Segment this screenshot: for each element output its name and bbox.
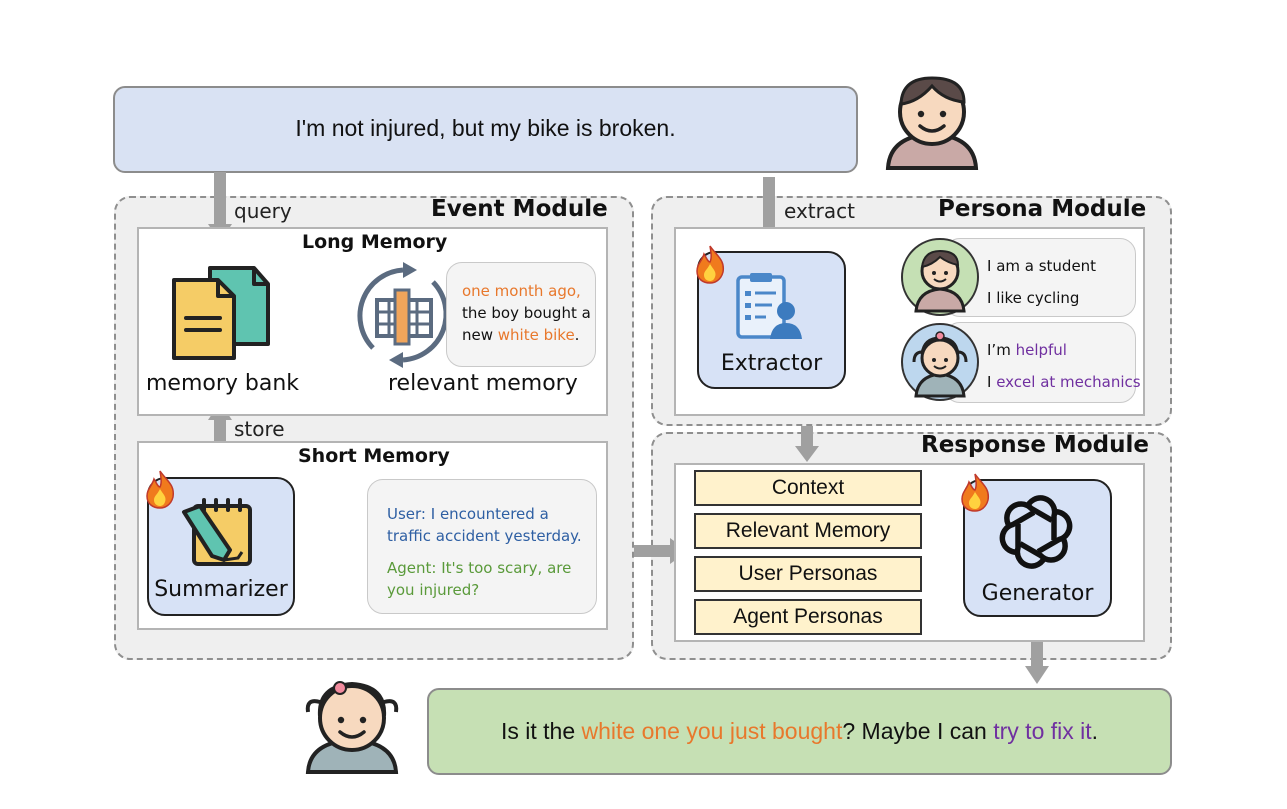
extractor-label: Extractor bbox=[720, 351, 823, 376]
agent-avatar-icon bbox=[305, 681, 399, 774]
agent-utterance-line1: Agent: It's too scary, are bbox=[387, 559, 572, 577]
fire-icon bbox=[696, 245, 725, 284]
response-part1: Is it the bbox=[500, 718, 582, 744]
user-input-text: I'm not injured, but my bike is broken. bbox=[295, 115, 676, 141]
user-input-box: I'm not injured, but my bike is broken. bbox=[113, 86, 858, 173]
relevant-memory-input-box: Relevant Memory bbox=[694, 513, 922, 549]
agent-persona-helpful-highlight: helpful bbox=[1015, 341, 1067, 359]
agent-persona-skill-highlight: excel at mechanics bbox=[996, 373, 1141, 391]
memory-time-highlight: one month ago, bbox=[462, 282, 581, 300]
generator-label: Generator bbox=[981, 581, 1094, 606]
store-label: store bbox=[234, 417, 285, 441]
extract-label: extract bbox=[784, 199, 855, 223]
relevant-memory-text: one month ago, the boy bought a new whit… bbox=[462, 280, 597, 346]
memory-object-highlight: white bike bbox=[497, 326, 575, 344]
user-personas-input-box: User Personas bbox=[694, 556, 922, 592]
dialogue-text: User: I encountered a traffic accident y… bbox=[387, 503, 592, 601]
openai-logo-icon bbox=[999, 495, 1073, 569]
response-memory-highlight: white one you just bought bbox=[581, 718, 843, 744]
response-part5: . bbox=[1091, 718, 1099, 744]
event-module-title: Event Module bbox=[431, 196, 608, 222]
agent-personas-input-box: Agent Personas bbox=[694, 599, 922, 635]
memory-retrieval-icon bbox=[357, 262, 449, 368]
memory-text-period: . bbox=[574, 326, 580, 344]
user-utterance-line2: traffic accident yesterday. bbox=[387, 527, 582, 545]
context-input-box: Context bbox=[694, 470, 922, 506]
document-icon bbox=[172, 266, 270, 360]
user-persona-avatar-icon bbox=[901, 238, 979, 316]
summarizer-label: Summarizer bbox=[154, 577, 288, 602]
agent-response-text: Is it the white one you just bought? May… bbox=[429, 718, 1170, 745]
memory-text-prefix: new bbox=[462, 326, 498, 344]
agent-persona-line2: I excel at mechanics bbox=[987, 371, 1141, 393]
memory-bank-label: memory bank bbox=[146, 371, 300, 396]
user-persona-line1: I am a student bbox=[987, 257, 1097, 275]
agent-persona-avatar-icon bbox=[901, 323, 979, 401]
agent-persona-line1-prefix: I’m bbox=[987, 341, 1016, 359]
relevant-memory-label: relevant memory bbox=[388, 371, 578, 396]
user-avatar-icon bbox=[885, 76, 979, 170]
notepad-pen-icon bbox=[182, 498, 252, 566]
relevant-memory-bubble bbox=[446, 262, 596, 367]
agent-persona-line2-prefix: I bbox=[987, 373, 997, 391]
response-module-title: Response Module bbox=[921, 432, 1149, 458]
agent-response-box: Is it the white one you just bought? May… bbox=[427, 688, 1172, 775]
dialogue-bubble bbox=[367, 479, 597, 614]
response-persona-highlight: try to fix it bbox=[993, 718, 1092, 744]
fire-icon bbox=[146, 470, 175, 509]
profile-clipboard-icon bbox=[736, 273, 802, 339]
short-memory-title: Short Memory bbox=[298, 445, 450, 467]
response-part3: ? Maybe I can bbox=[842, 718, 994, 744]
user-persona-line2: I like cycling bbox=[987, 289, 1080, 307]
fire-icon bbox=[961, 473, 990, 512]
memory-text-line: the boy bought a bbox=[462, 304, 591, 322]
agent-utterance-line2: you injured? bbox=[387, 581, 480, 599]
agent-persona-line1: I’m helpful bbox=[987, 339, 1067, 361]
query-label: query bbox=[234, 199, 292, 223]
persona-module-title: Persona Module bbox=[938, 196, 1147, 222]
user-utterance-line1: User: I encountered a bbox=[387, 505, 549, 523]
long-memory-title: Long Memory bbox=[302, 231, 448, 253]
